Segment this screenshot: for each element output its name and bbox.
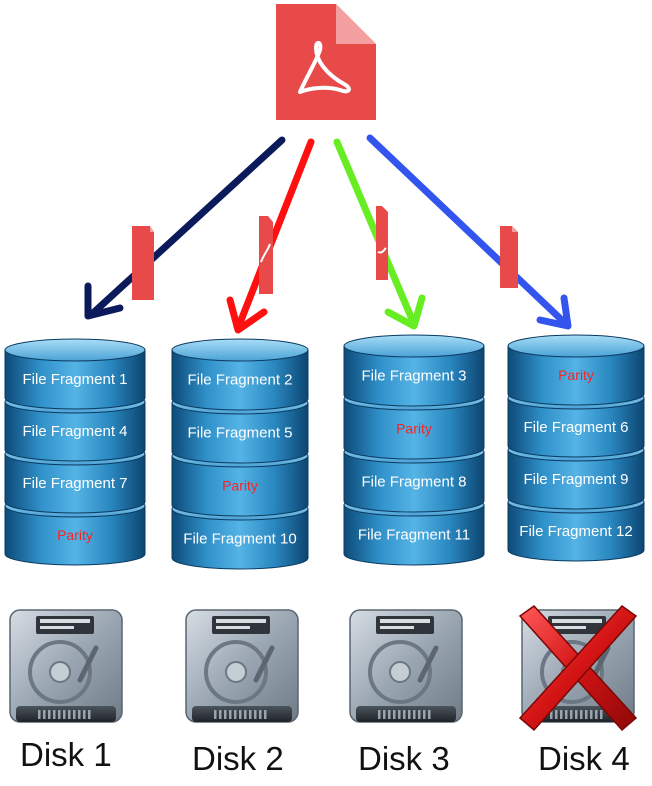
parity-label: Parity <box>396 421 432 437</box>
cylinder-disk-2: File Fragment 10 Parity File Fragment 5 Fil… <box>171 338 309 570</box>
fragment-label: File Fragment 5 <box>187 425 292 442</box>
fragment-label: File Fragment 6 <box>523 419 628 436</box>
fragment-label: File Fragment 10 <box>183 531 296 548</box>
arrow-to-disk-3 <box>333 138 426 330</box>
hard-drive-icon <box>349 609 463 723</box>
fragment-label: File Fragment 2 <box>187 372 292 389</box>
fragment-piece-2-icon <box>259 216 273 294</box>
arrow-to-disk-4 <box>366 134 572 330</box>
fragment-piece-1-icon <box>132 226 154 300</box>
arrow-to-disk-2 <box>226 138 315 334</box>
parity-label: Parity <box>558 367 594 383</box>
fragment-label: File Fragment 9 <box>523 471 628 488</box>
cylinder-disk-4: File Fragment 12 File Fragment 9 File Frag… <box>507 334 645 562</box>
hard-drive-icon <box>185 609 299 723</box>
cylinder-segment: File Fragment 2 <box>171 338 309 411</box>
fragment-piece-3-icon <box>376 206 388 280</box>
disk-label-4: Disk 4 <box>538 740 630 777</box>
arrow-to-disk-1 <box>84 136 286 320</box>
cylinder-segment: Parity <box>507 334 645 406</box>
disk-label-2: Disk 2 <box>192 740 284 777</box>
fragment-label: File Fragment 4 <box>22 423 127 440</box>
cylinder-segment: File Fragment 3 <box>343 334 485 407</box>
hard-drives <box>9 605 638 732</box>
failed-x-icon <box>518 605 638 732</box>
hard-drive-icon <box>9 609 123 723</box>
disk-label-3: Disk 3 <box>358 740 450 777</box>
pdf-file-icon <box>276 4 376 120</box>
cylinder-disk-3: File Fragment 11 File Fragment 8 Parity Fil… <box>343 334 485 566</box>
disk-label-1: Disk 1 <box>20 736 112 773</box>
fragment-label: File Fragment 1 <box>22 371 127 388</box>
fragment-label: File Fragment 8 <box>361 474 466 491</box>
fragment-label: File Fragment 7 <box>22 475 127 492</box>
fragment-label: File Fragment 3 <box>361 368 466 385</box>
fragment-label: File Fragment 11 <box>358 527 470 544</box>
parity-label: Parity <box>222 478 258 494</box>
cylinder-disk-1: Parity File Fragment 7 File Fragment 4 File… <box>4 338 146 566</box>
fragment-piece-4-icon <box>500 226 518 288</box>
fragment-label: File Fragment 12 <box>519 523 632 540</box>
cylinder-segment: File Fragment 1 <box>4 338 146 410</box>
parity-label: Parity <box>57 527 93 543</box>
